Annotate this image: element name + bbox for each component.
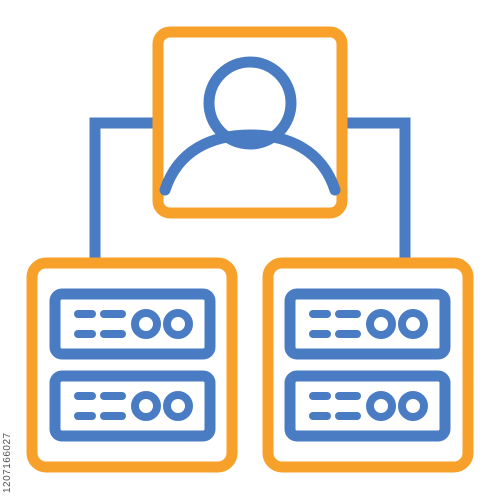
- right-connector-line: [336, 117, 411, 268]
- server-unit-frame: [49, 370, 216, 442]
- server-light-icon: [398, 309, 428, 339]
- network-connector-lines: [89, 117, 411, 268]
- server-unit-left-top: [49, 288, 216, 360]
- server-unit-frame: [284, 370, 451, 442]
- user-card-frame: [152, 26, 348, 219]
- server-light-icon: [163, 309, 193, 339]
- watermark-id-text: 1207166027: [2, 432, 13, 493]
- server-light-icon: [131, 391, 161, 421]
- server-unit-right-top: [284, 288, 451, 360]
- server-light-icon: [163, 391, 193, 421]
- server-card-left: [26, 257, 238, 473]
- server-card-right: [262, 257, 474, 473]
- server-light-icon: [366, 391, 396, 421]
- user-card: [152, 26, 348, 219]
- server-light-icon: [131, 309, 161, 339]
- server-light-icon: [366, 309, 396, 339]
- server-light-icon: [398, 391, 428, 421]
- user-head-icon: [203, 56, 297, 150]
- server-unit-frame: [49, 288, 216, 360]
- server-unit-right-bottom: [284, 370, 451, 442]
- server-unit-frame: [284, 288, 451, 360]
- server-unit-left-bottom: [49, 370, 216, 442]
- user-shoulders-icon: [159, 129, 341, 196]
- left-connector-line: [89, 117, 164, 268]
